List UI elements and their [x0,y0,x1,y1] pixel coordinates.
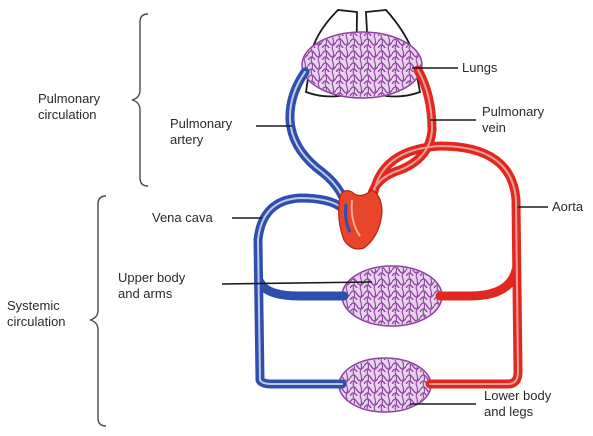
deoxygenated-vessels [258,72,348,384]
lungs-capillary-bed [302,32,422,98]
pulmonary-vein-label: Pulmonary vein [482,104,544,136]
heart [339,190,382,249]
pulmonary-bracket [132,14,148,186]
lower-body-label: Lower body and legs [484,388,551,420]
upper-body-capillary-bed [342,266,442,326]
systemic-circulation-label: Systemic circulation [7,298,66,330]
vena-cava-label: Vena cava [152,210,213,226]
pulmonary-artery-label: Pulmonary artery [170,116,232,148]
upper-body-label: Upper body and arms [118,270,185,302]
systemic-bracket [90,196,106,426]
lungs-label: Lungs [462,60,497,76]
aorta-label: Aorta [552,199,583,215]
pulmonary-circulation-label: Pulmonary circulation [38,91,100,123]
